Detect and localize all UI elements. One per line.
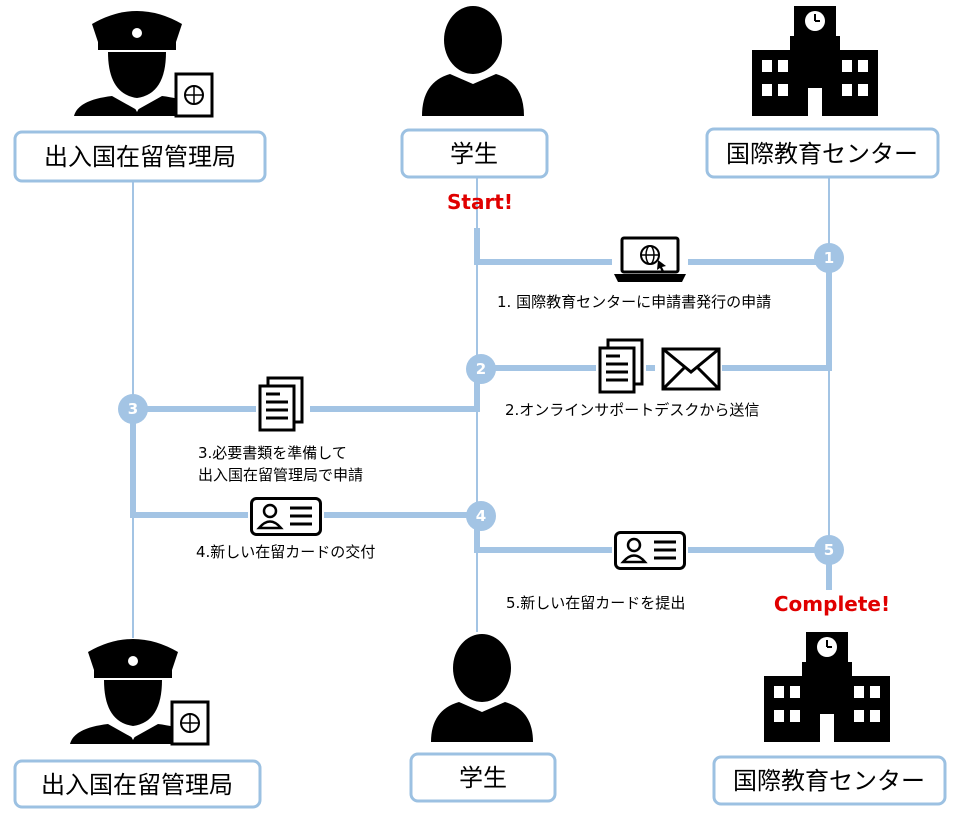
center-label-bottom: 国際教育センター	[733, 767, 925, 795]
step-badges: 1 2 3 4 5	[118, 243, 844, 565]
complete-callout: Complete!	[774, 592, 890, 616]
step-badge-5-number: 5	[824, 541, 834, 559]
document-icon	[598, 338, 644, 394]
center-box-bottom: 国際教育センター	[712, 755, 947, 806]
flow-line-step2a	[722, 262, 832, 371]
student-box-bottom: 学生	[409, 752, 557, 803]
center-box-top: 国際教育センター	[705, 127, 940, 179]
step-badge-2-number: 2	[476, 360, 486, 378]
step-badge-3: 3	[118, 394, 148, 424]
school-building-icon	[764, 632, 890, 742]
immigration-label-bottom: 出入国在留管理局	[41, 771, 233, 799]
actor-boxes: 出入国在留管理局 学生 国際教育センター 出入国在留管理局 学生 国際教育センタ…	[13, 127, 947, 809]
step-badge-1: 1	[814, 243, 844, 273]
step3-text-line2: 出入国在留管理局で申請	[198, 466, 363, 484]
step-badge-3-number: 3	[128, 400, 138, 418]
flow-line-step4a	[130, 409, 248, 518]
student-box-top: 学生	[400, 128, 549, 179]
student-label-top: 学生	[450, 140, 498, 168]
step-badge-5: 5	[814, 535, 844, 565]
passport-icon	[174, 72, 214, 118]
school-building-icon	[752, 6, 878, 116]
step-badge-2: 2	[466, 354, 496, 384]
id-card-icon	[614, 531, 686, 570]
start-callout: Start!	[447, 190, 513, 214]
passport-icon	[170, 700, 210, 746]
step4-text: 4.新しい在留カードの交付	[196, 543, 375, 561]
student-icon	[422, 6, 524, 116]
flow-line-step1a	[474, 228, 612, 265]
immigration-box-bottom: 出入国在留管理局	[13, 759, 262, 809]
officer-icon	[70, 639, 196, 744]
step-badge-4: 4	[466, 501, 496, 531]
id-card-icon	[250, 497, 322, 536]
student-icon	[431, 634, 533, 742]
student-label-bottom: 学生	[459, 764, 507, 792]
immigration-box-top: 出入国在留管理局	[13, 130, 267, 183]
immigration-label-top: 出入国在留管理局	[44, 143, 236, 171]
step2-text: 2.オンラインサポートデスクから送信	[505, 401, 759, 419]
step-badge-1-number: 1	[824, 249, 834, 267]
flow-line-step3a	[310, 368, 480, 412]
center-label-top: 国際教育センター	[726, 140, 918, 168]
step5-text: 5.新しい在留カードを提出	[506, 594, 685, 612]
flow-line-step5b	[688, 547, 832, 590]
envelope-icon	[661, 347, 721, 391]
flow-line-step5a	[474, 515, 612, 553]
officer-icon	[74, 11, 200, 116]
laptop-globe-icon	[614, 236, 686, 282]
step-badge-4-number: 4	[476, 507, 486, 525]
step3-text-line1: 3.必要書類を準備して	[198, 444, 347, 462]
step1-text: 1. 国際教育センターに申請書発行の申請	[497, 293, 771, 311]
document-icon	[258, 376, 304, 432]
